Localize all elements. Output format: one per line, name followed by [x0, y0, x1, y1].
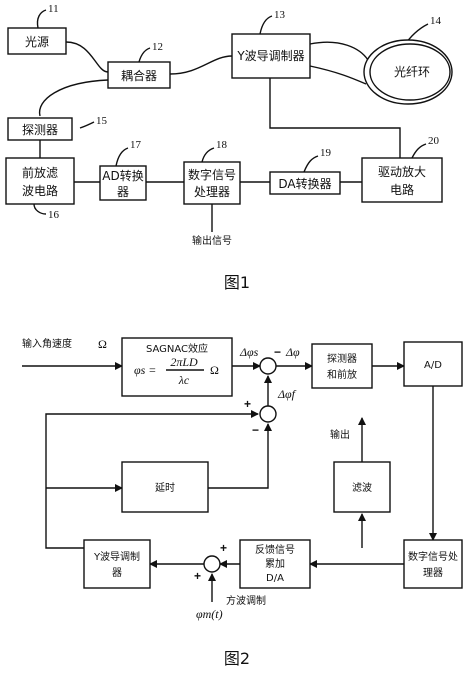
dsp2-block	[403, 539, 463, 589]
sum2-plus-sign: +	[244, 397, 251, 411]
square-wave-label: 方波调制	[226, 594, 266, 607]
sagnac-phi-s: φs =	[134, 363, 156, 377]
coupler-block	[107, 61, 171, 89]
fiber-ymod-loop-bottom	[309, 65, 367, 85]
leader-13	[259, 15, 273, 35]
detector-block	[7, 117, 73, 141]
detector-preamp-label-2: 和前放	[327, 368, 357, 381]
fiber-coil-label: 光纤环	[394, 65, 430, 79]
ymod2-block	[83, 539, 151, 589]
fiber-coil-inner	[369, 43, 451, 101]
y-waveguide-block	[231, 33, 311, 79]
sum-node-2	[259, 405, 277, 423]
sum1-minus-sign: −	[274, 345, 281, 359]
phi-m-label: φm(t)	[196, 607, 223, 621]
input-symbol: Ω	[98, 337, 107, 351]
leader-18	[201, 147, 215, 163]
preamp-filter-label-2: 波电路	[22, 183, 58, 198]
dsp-block	[183, 161, 241, 205]
preamp-filter-block	[5, 157, 75, 205]
sum2-minus-sign: −	[252, 423, 259, 437]
sum-node-1	[259, 357, 277, 375]
y-waveguide-label: Y波导调制器	[236, 49, 304, 63]
feedback-label-3: D/A	[266, 573, 284, 584]
light-source-label: 光源	[25, 35, 49, 49]
figure-2: 输入角速度 Ω SAGNAC效应 φs = 2πLD λc Ω Δφs − Δφ…	[22, 337, 463, 668]
drive-amp-label-2: 电路	[390, 182, 414, 197]
drive-amp-block	[361, 157, 443, 203]
ref-17: 17	[130, 139, 142, 151]
dsp2-label-1: 数字信号处	[408, 550, 458, 563]
feedback-label-1: 反馈信号	[255, 543, 295, 556]
ymod2-label-2: 器	[112, 567, 122, 579]
sagnac-title: SAGNAC效应	[146, 342, 208, 355]
ref-16: 16	[48, 209, 60, 221]
dsp-label-2: 处理器	[194, 185, 230, 199]
sum3-plus-sign-top: +	[220, 541, 227, 555]
loop-ymod-sum2	[45, 410, 259, 549]
label-dphi: Δφ	[285, 345, 300, 359]
sum-node-3	[203, 555, 221, 573]
label-dphi-s: Δφs	[239, 345, 259, 359]
sum3-plus-sign-bottom: +	[194, 569, 201, 583]
sagnac-block	[121, 337, 233, 397]
ad-converter-block	[99, 165, 147, 201]
feedback-label-2: 累加	[265, 558, 285, 570]
fig2-caption: 图2	[224, 649, 250, 668]
light-source-block	[7, 27, 67, 55]
leader-15	[79, 121, 95, 129]
leader-19	[303, 155, 319, 173]
leader-20	[411, 143, 427, 159]
ymod2-label-1: Y波导调制	[93, 550, 140, 563]
sagnac-omega: Ω	[210, 363, 219, 377]
ref-13: 13	[274, 9, 286, 21]
fig2-output-label: 输出	[330, 428, 350, 441]
dsp-label-1: 数字信号	[188, 167, 236, 182]
filter-block	[333, 461, 391, 513]
ad-converter-label-2: 器	[117, 185, 129, 199]
sagnac-numerator: 2πLD	[170, 355, 198, 369]
leader-17	[115, 147, 129, 167]
fiber-ymod-loop-top	[309, 41, 369, 61]
fiber-coupler-ymod	[169, 55, 233, 75]
ref-12: 12	[152, 41, 163, 53]
dsp2-label-2: 理器	[423, 567, 443, 579]
ad-converter-label-1: AD转换	[102, 168, 143, 183]
ref-20: 20	[428, 135, 440, 147]
da-converter-label: DA转换器	[278, 176, 331, 191]
leader-11	[36, 9, 47, 29]
sagnac-denominator: λc	[178, 373, 190, 387]
feedback-da-block	[239, 539, 311, 589]
filter-label: 滤波	[352, 481, 372, 494]
drive-amp-label-1: 驱动放大	[378, 164, 426, 179]
input-label: 输入角速度	[22, 337, 72, 350]
label-dphi-f: Δφf	[277, 387, 297, 401]
detector-label: 探测器	[22, 123, 58, 137]
fiber-coupler-detector	[38, 79, 109, 117]
figure-1: 光源 耦合器 Y波导调制器 光纤环 探测器 前放滤 波电路 AD转换 器 数字信…	[5, 3, 453, 292]
ref-15: 15	[96, 115, 108, 127]
ref-11: 11	[48, 3, 59, 15]
ref-19: 19	[320, 147, 332, 159]
preamp-filter-label-1: 前放滤	[22, 165, 58, 180]
ad-label: A/D	[424, 360, 442, 371]
ref-14: 14	[430, 15, 442, 27]
fig1-output-label: 输出信号	[192, 234, 232, 247]
da-converter-block	[269, 171, 341, 195]
leader-16	[33, 203, 47, 215]
fiber-coil-outer	[363, 39, 453, 105]
delay-block	[121, 461, 209, 513]
fig1-caption: 图1	[224, 273, 250, 292]
detector-preamp-label-1: 探测器	[327, 352, 357, 365]
ref-18: 18	[216, 139, 228, 151]
coupler-label: 耦合器	[121, 68, 157, 83]
delay-label: 延时	[155, 482, 175, 494]
wire-ymod-drive	[269, 78, 401, 158]
detector-preamp-block	[311, 343, 373, 389]
fiber-source-coupler	[65, 41, 109, 73]
arrow-delay-sum2	[208, 423, 272, 489]
